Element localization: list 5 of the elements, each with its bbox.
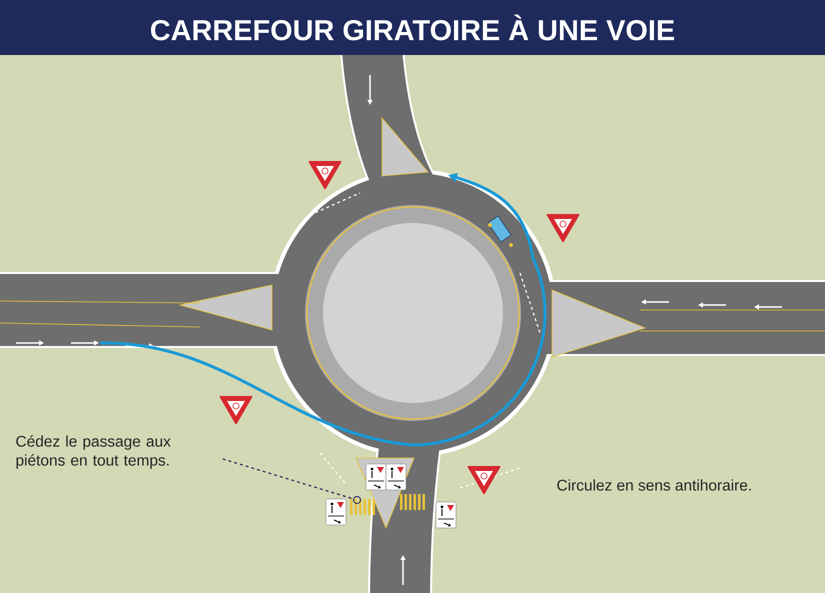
title-banner: CARREFOUR GIRATOIRE À UNE VOIE	[0, 0, 825, 55]
leader-line	[222, 458, 354, 500]
crosswalk-marker	[353, 496, 361, 504]
note-text: Circulez en sens antihoraire.	[557, 479, 751, 491]
callout-text: Cédez le passage aux piétons en tout temps.	[16, 435, 171, 469]
